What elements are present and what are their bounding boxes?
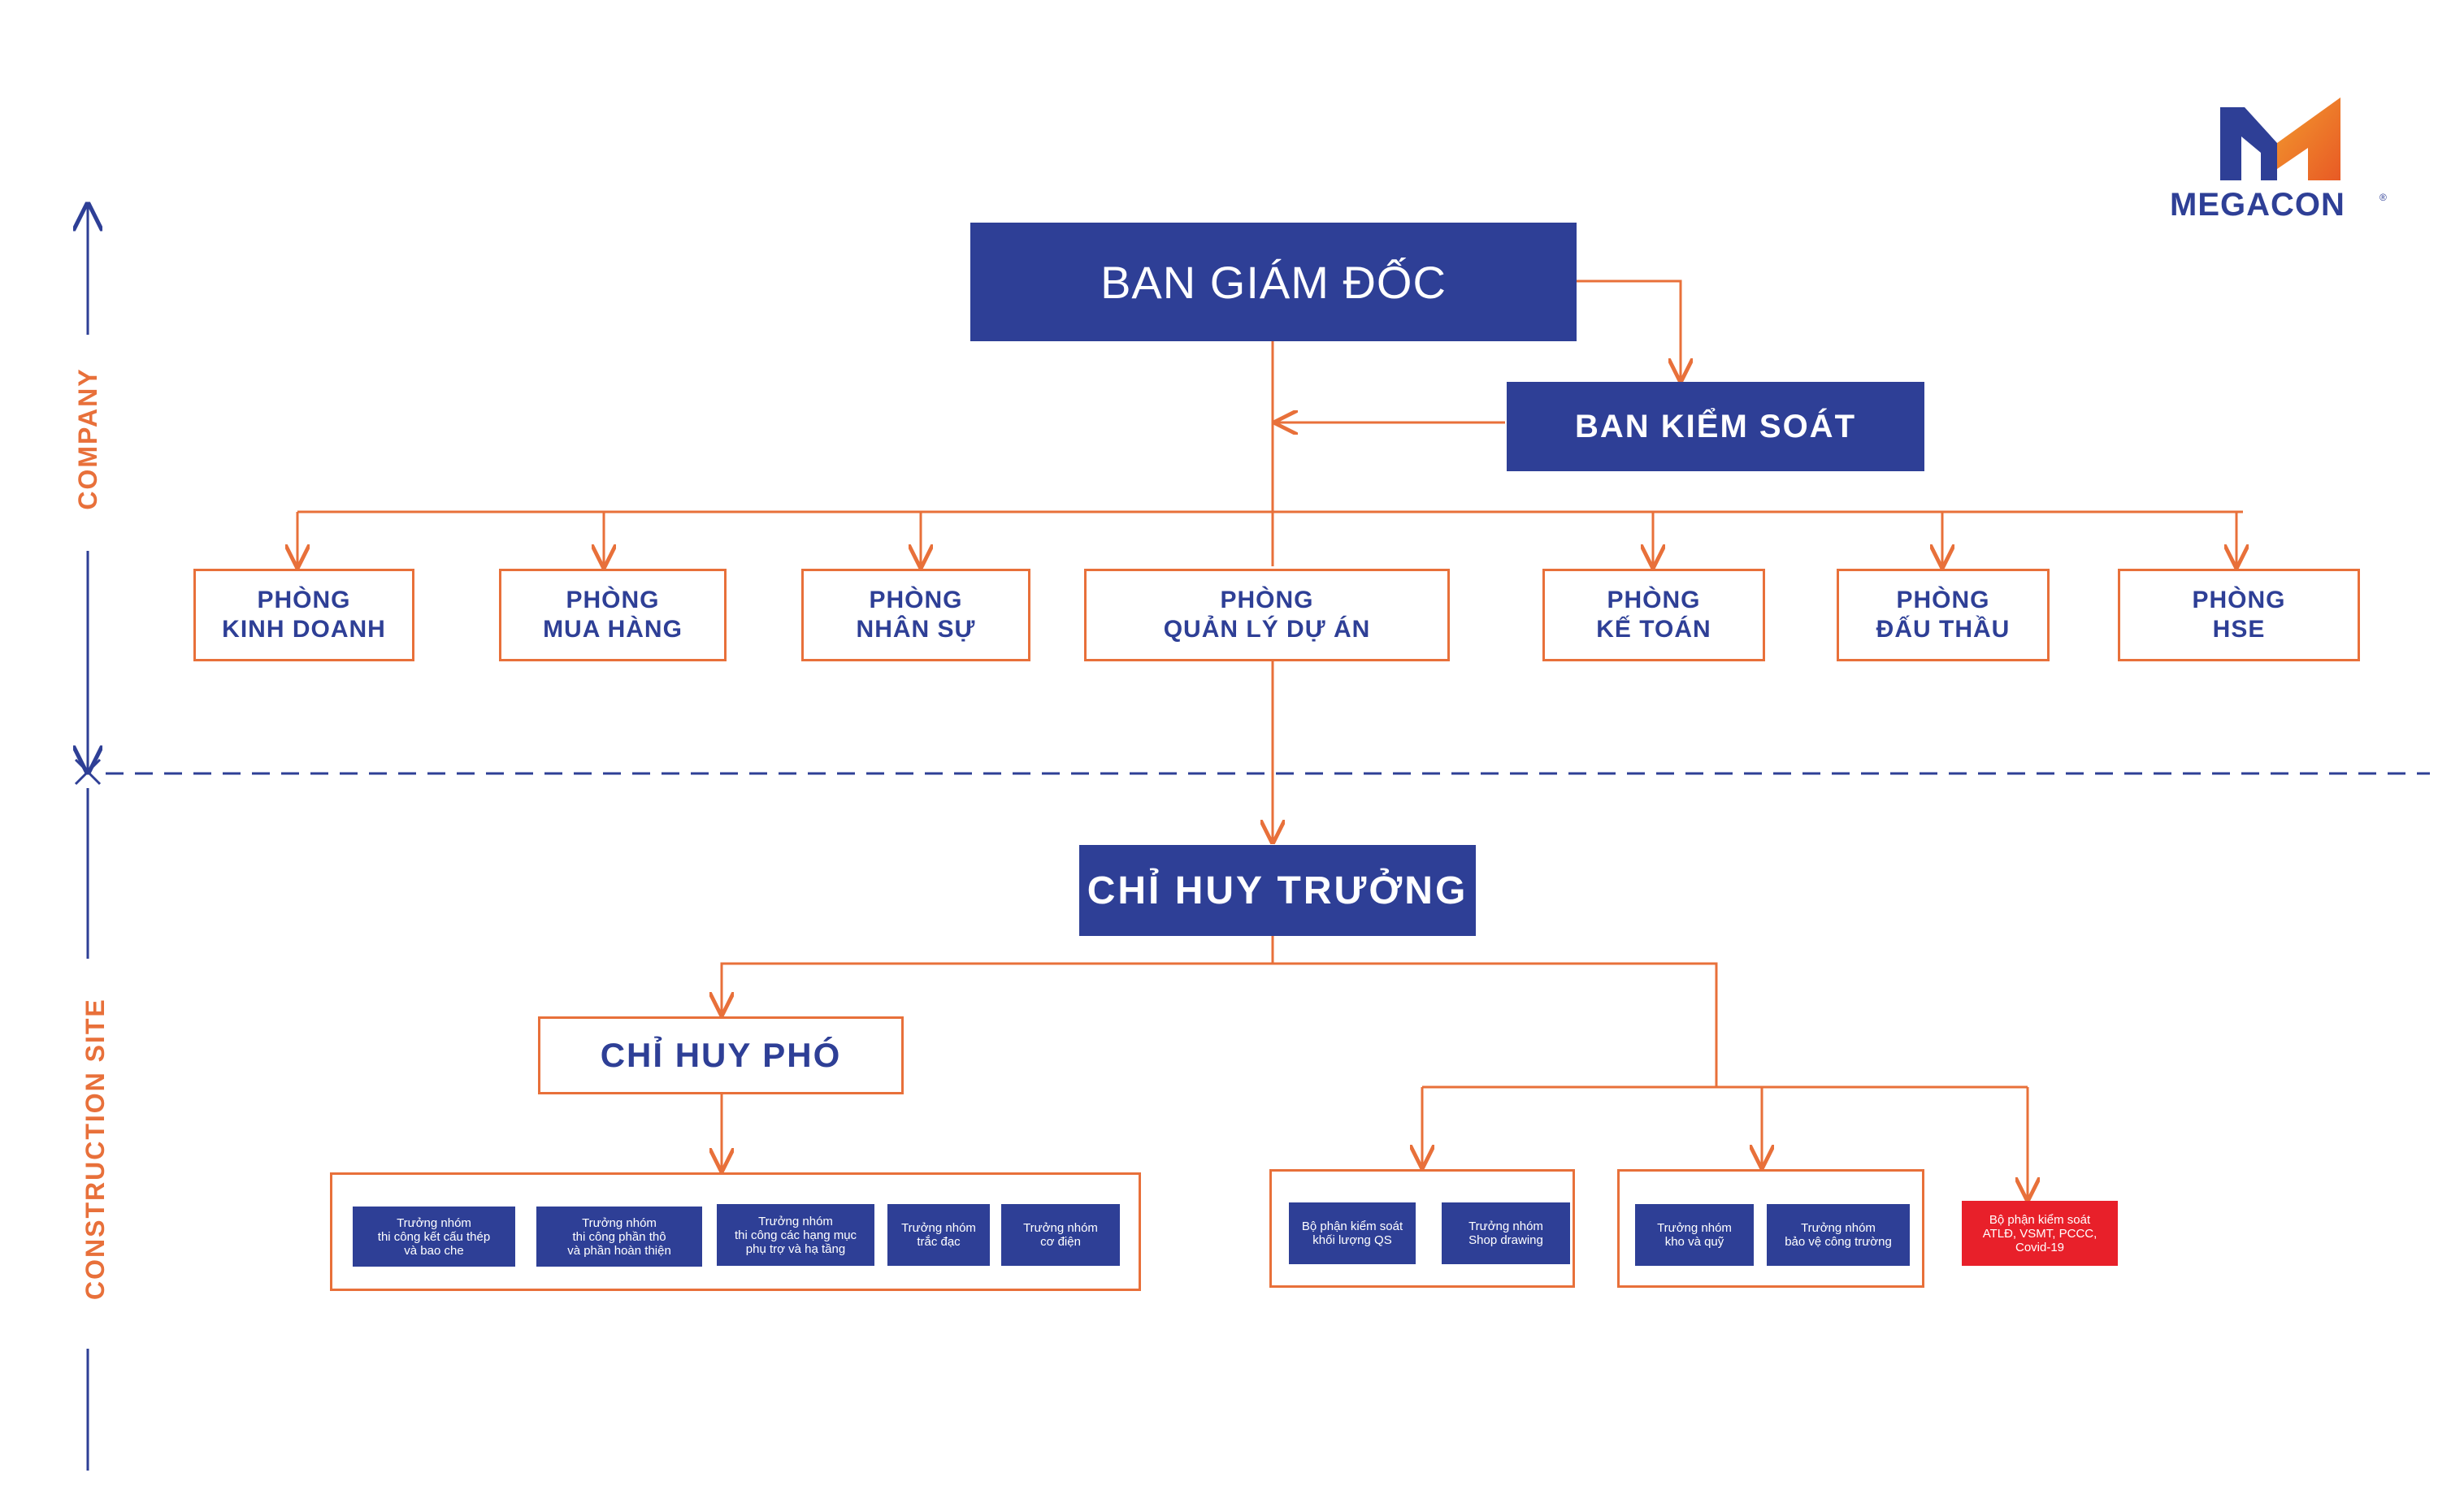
team-steel-structure: Trưởng nhóm thi công kết cấu thép và bao… — [353, 1207, 515, 1267]
dept-line-2: NHÂN SỰ — [856, 616, 976, 643]
section-label-construction-site: CONSTRUCTION SITE — [80, 998, 110, 1300]
dept-line-1: PHÒNG — [1607, 587, 1701, 613]
logo-text: MEGACON — [2170, 187, 2345, 223]
dept-hr: PHÒNG NHÂN SỰ — [801, 569, 1030, 661]
commander-label: CHỈ HUY TRƯỞNG — [1087, 869, 1468, 912]
team-line: Trưởng nhóm — [1657, 1221, 1732, 1235]
dept-hse: PHÒNG HSE — [2118, 569, 2360, 661]
dept-line-1: PHÒNG — [566, 587, 660, 613]
qs-control-box: Bộ phận kiểm soát khối lượng QS — [1289, 1202, 1416, 1264]
warehouse-fund-box: Trưởng nhóm kho và quỹ — [1635, 1204, 1754, 1266]
team-line: phụ trợ và hạ tầng — [745, 1241, 846, 1256]
dept-line-2: KINH DOANH — [222, 616, 386, 643]
team-line: Shop drawing — [1468, 1233, 1543, 1247]
team-rough-finishing: Trưởng nhóm thi công phần thô và phần ho… — [536, 1207, 702, 1267]
team-line: Trưởng nhóm — [1468, 1220, 1543, 1233]
team-line: kho và quỹ — [1664, 1235, 1724, 1249]
team-line: Trưởng nhóm — [1801, 1221, 1876, 1235]
megacon-logo-mark — [2220, 97, 2340, 180]
dept-bidding: PHÒNG ĐẤU THẦU — [1837, 569, 2050, 661]
megacon-logo: MEGACON ® — [2170, 96, 2397, 226]
team-line: bảo vệ công trường — [1785, 1235, 1892, 1249]
registered-mark: ® — [2379, 192, 2387, 203]
site-security-box: Trưởng nhóm bảo vệ công trường — [1767, 1204, 1910, 1266]
team-mep: Trưởng nhóm cơ điện — [1001, 1204, 1120, 1266]
dept-line-2: HSE — [2212, 616, 2266, 643]
team-line: Trưởng nhóm — [1023, 1221, 1098, 1235]
directors-label: BAN GIÁM ĐỐC — [1100, 256, 1447, 308]
deputy-box: CHỈ HUY PHÓ — [538, 1016, 904, 1094]
team-line: và phần hoàn thiện — [567, 1243, 671, 1258]
team-line: khối lượng QS — [1312, 1233, 1392, 1247]
team-line: Trưởng nhóm — [758, 1214, 833, 1228]
dept-line-1: PHÒNG — [1220, 587, 1314, 613]
directors-box: BAN GIÁM ĐỐC — [970, 223, 1577, 341]
dept-line-2: MUA HÀNG — [543, 616, 683, 643]
dept-purchasing: PHÒNG MUA HÀNG — [499, 569, 727, 661]
team-line: ATLĐ, VSMT, PCCC, — [1982, 1226, 2097, 1241]
dept-line-2: QUẢN LÝ DỰ ÁN — [1163, 616, 1371, 643]
team-line: thi công kết cấu thép — [377, 1229, 491, 1244]
team-line: thi công các hạng mục — [734, 1228, 857, 1242]
team-line: trắc đạc — [917, 1235, 961, 1249]
team-line: và bao che — [404, 1243, 464, 1258]
team-line: cơ điện — [1040, 1235, 1081, 1249]
team-auxiliary-infrastructure: Trưởng nhóm thi công các hạng mục phụ tr… — [717, 1204, 874, 1266]
team-line: Covid-19 — [2015, 1240, 2065, 1254]
dept-business: PHÒNG KINH DOANH — [193, 569, 414, 661]
control-board-label: BAN KIỂM SOÁT — [1575, 408, 1856, 444]
safety-control-box: Bộ phận kiểm soát ATLĐ, VSMT, PCCC, Covi… — [1962, 1201, 2118, 1266]
team-line: Trưởng nhóm — [397, 1215, 471, 1230]
dept-line-2: KẾ TOÁN — [1596, 616, 1711, 643]
dept-project-management: PHÒNG QUẢN LÝ DỰ ÁN — [1084, 569, 1450, 661]
dept-line-1: PHÒNG — [869, 587, 963, 613]
team-line: Trưởng nhóm — [582, 1215, 657, 1230]
dept-line-1: PHÒNG — [257, 587, 351, 613]
deputy-label: CHỈ HUY PHÓ — [600, 1036, 842, 1074]
shop-drawing-box: Trưởng nhóm Shop drawing — [1442, 1202, 1570, 1264]
team-line: Bộ phận kiểm soát — [1301, 1220, 1403, 1233]
team-line: thi công phần thô — [572, 1229, 666, 1244]
section-label-company: COMPANY — [73, 367, 102, 510]
dept-line-1: PHÒNG — [2192, 587, 2286, 613]
team-surveying: Trưởng nhóm trắc đạc — [887, 1204, 990, 1266]
dept-line-1: PHÒNG — [1896, 587, 1990, 613]
dept-accounting: PHÒNG KẾ TOÁN — [1542, 569, 1765, 661]
commander-box: CHỈ HUY TRƯỞNG — [1079, 845, 1476, 936]
control-board-box: BAN KIỂM SOÁT — [1507, 382, 1924, 471]
team-line: Trưởng nhóm — [901, 1221, 976, 1235]
team-line: Bộ phận kiểm soát — [1989, 1212, 2091, 1227]
dept-line-2: ĐẤU THẦU — [1876, 616, 2011, 643]
